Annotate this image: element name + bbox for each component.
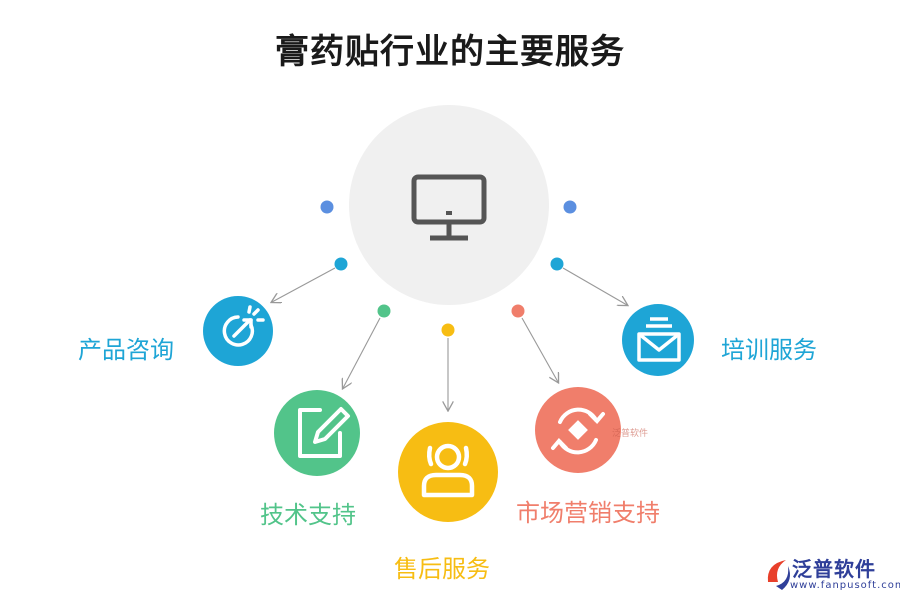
dot-training (550, 257, 564, 271)
arrow-product (272, 267, 336, 302)
dot-technical (377, 304, 391, 318)
marketing-watermark-text: 泛普软件 (612, 427, 648, 438)
mail-icon (637, 317, 681, 362)
page-title: 膏药贴行业的主要服务 (275, 32, 625, 72)
center-circle (349, 105, 549, 305)
dot-top-right (563, 200, 577, 214)
dot-product (334, 257, 348, 271)
service-node-marketing-support: 泛普软件 (535, 387, 648, 473)
user-icon (421, 443, 475, 498)
arrow-training (562, 267, 627, 305)
dot-marketing (511, 304, 525, 318)
service-node-technical-support (274, 390, 360, 476)
service-label-technical-support: 技术支持 (260, 501, 356, 529)
brand-logo-icon (767, 560, 790, 590)
edit-icon (298, 407, 350, 458)
arrow-marketing (521, 317, 558, 382)
monitor-icon (411, 174, 487, 241)
service-label-after-sales: 售后服务 (394, 555, 490, 583)
service-label-marketing-support: 市场营销支持 (516, 499, 660, 527)
brand-name: 泛普软件 (792, 557, 876, 581)
refresh-arrow-icon (222, 305, 265, 347)
service-node-after-sales (398, 422, 498, 522)
brand-url: www.fanpusoft.com (790, 580, 900, 591)
dot-aftersales (441, 323, 455, 337)
service-label-product-consulting: 产品咨询 (78, 336, 174, 364)
service-node-training (622, 304, 694, 376)
sync-icon (551, 407, 605, 455)
arrow-technical (343, 317, 381, 388)
dot-top-left (320, 200, 334, 214)
service-node-product-consulting (203, 296, 273, 366)
service-label-training: 培训服务 (721, 336, 817, 364)
